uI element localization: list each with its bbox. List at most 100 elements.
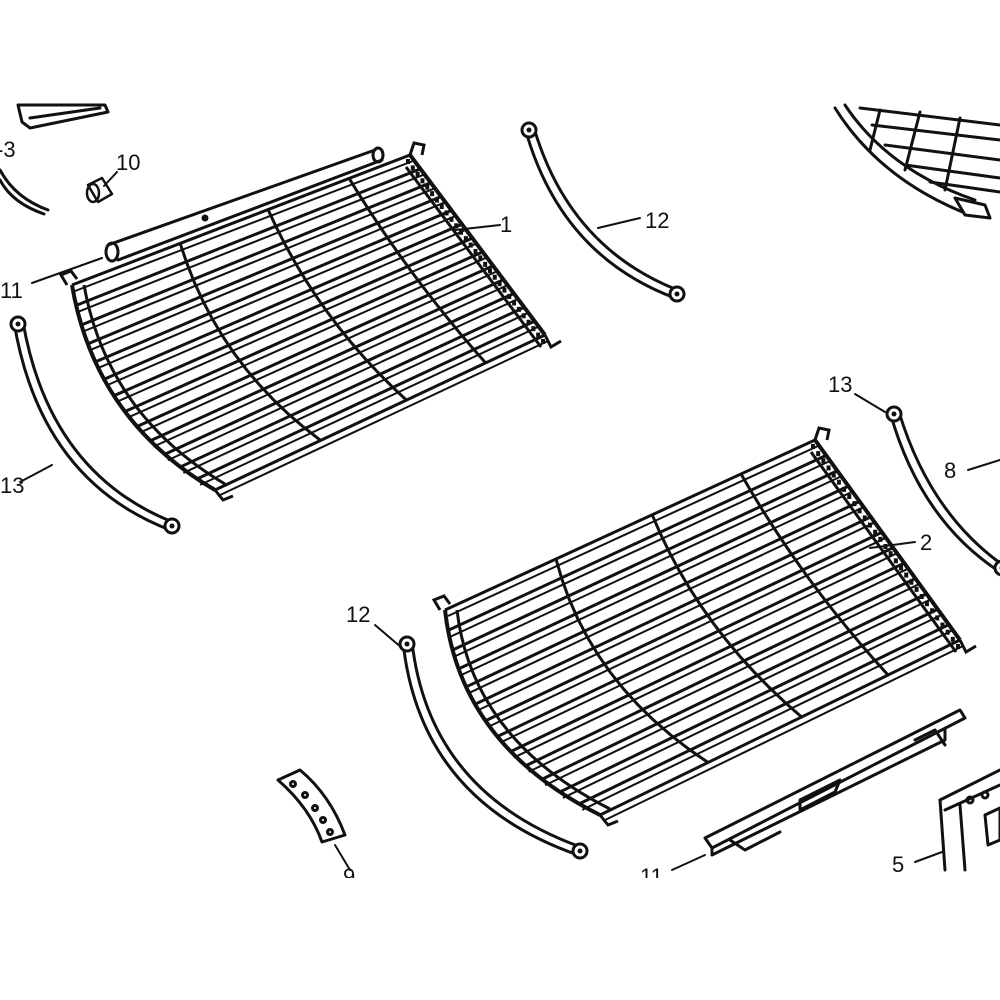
strap-eye-bottom [993,559,1000,577]
grate-rail-slot [821,458,826,464]
rod-item-11-top [104,146,385,263]
grate-rail-slot [836,479,841,485]
grate-rail-slot [956,644,960,649]
rail-item-11-bottom [703,708,967,857]
arc-strap-item-13-left [9,315,181,535]
grate-cross-rib [739,473,890,677]
strap-hole-bottom [169,523,175,529]
grate-cross-rib [178,242,322,442]
strap-hole-top [891,411,897,417]
grate-rail-slot [449,216,454,222]
grate-rail-slot [425,184,430,190]
grate-rail-slot [502,287,507,293]
partial-grate-top-right [833,103,1000,220]
callout-8: 8 [944,458,956,483]
callout-5: 5 [892,852,904,877]
grate-bar [87,195,442,346]
grate-bar-shadow [127,257,487,419]
grate-cross-rib [266,208,408,402]
leader-2 [869,541,916,549]
grate-rail-slot [497,281,502,287]
grate-bar [541,592,928,781]
grate-bar [559,607,939,794]
grate-cross-rib [650,514,803,719]
strap-hole-top [15,321,21,327]
grate-bar-shadow [74,160,414,292]
grate-bar [124,250,484,413]
grate-bar-shadow [499,552,897,744]
grate-rail-slot [847,494,852,499]
grate-rail-slot [512,300,517,306]
arc-strap-item-12-top [520,121,686,303]
grate-bar [444,438,816,612]
grate-bar-shadow [167,298,518,462]
strap-edge-outer [523,127,676,300]
grate-bar-shadow [106,229,466,387]
grate-hook-bottom [598,814,619,827]
leader-11-top [31,257,103,284]
grate-cross-rib [347,177,487,364]
grate-bar-shadow [562,614,942,799]
grate-rail-slot [950,636,955,642]
grate-bar-shadow [528,583,919,773]
arc-strap-item-12-bottom [398,635,589,860]
grate-bar [451,469,838,652]
strap-hole-top [404,641,410,647]
strap-edge-inner [410,641,579,848]
grate-bar [496,546,894,738]
grate-rail-slot [904,572,909,578]
grate-bar-shadow [116,243,476,403]
grate-bar-shadow [182,312,528,474]
grate-bar-shadow [217,340,549,497]
grate-rail-slot [857,508,862,514]
leader-13-right [854,393,886,413]
partial-arc-item-3 [0,168,50,216]
partial-part-top-left [16,103,110,130]
grate-hook-rail-top [408,141,426,156]
callout-1: 1 [500,212,512,237]
callout-10: 10 [116,150,140,175]
callout-13-left: 13 [0,473,24,498]
callout-11-top: 11 [0,278,23,303]
grate-bar-shadow [83,187,435,332]
bottom-blank-area [0,878,1000,1000]
grate-bar [447,454,827,632]
grate-rail-slot [878,536,883,542]
grate-rail-slot [439,204,444,209]
grate-bar [136,264,494,428]
callout-3: -3 [0,137,16,162]
frame-item-5 [938,768,1000,872]
leader-8 [967,459,1000,471]
grate-rail-slot [893,558,898,564]
grate-rail-slot [826,465,831,471]
grate-bar [75,167,421,307]
callout-12-top: 12 [645,208,669,233]
grate-rail-slot [888,551,893,557]
grate-bar-shadow [468,506,864,694]
grate-bar-shadow [477,522,875,712]
grate-bar [103,222,463,381]
leader-13-left [19,464,53,483]
grate-bar-shadow [581,629,953,811]
leader-11-bottom [671,854,706,871]
grate-rail-slot [940,622,945,628]
grate-cross-rib [554,558,709,764]
grate-bar [71,153,411,287]
strap-edge-outer [12,321,171,532]
grate-bar-shadow [488,537,886,728]
concave-grate-item-1 [58,141,562,502]
strap-edge-outer [888,411,1000,574]
grate-rail-slot [541,339,545,344]
strap-hole-bottom [674,291,680,297]
grate-bar [510,561,905,753]
grate-bar [179,305,525,469]
strap-edge-inner [532,127,676,291]
grate-bar [465,500,861,689]
grate-rail-slot [478,255,483,261]
grate-rail-slot [420,178,425,184]
segment-plate-item-9 [276,768,347,844]
grate-rail-slot [831,472,836,478]
bushing-item-10 [85,176,114,204]
grate-rail-slot [410,165,415,171]
grate-end-plate-inner [82,284,226,486]
